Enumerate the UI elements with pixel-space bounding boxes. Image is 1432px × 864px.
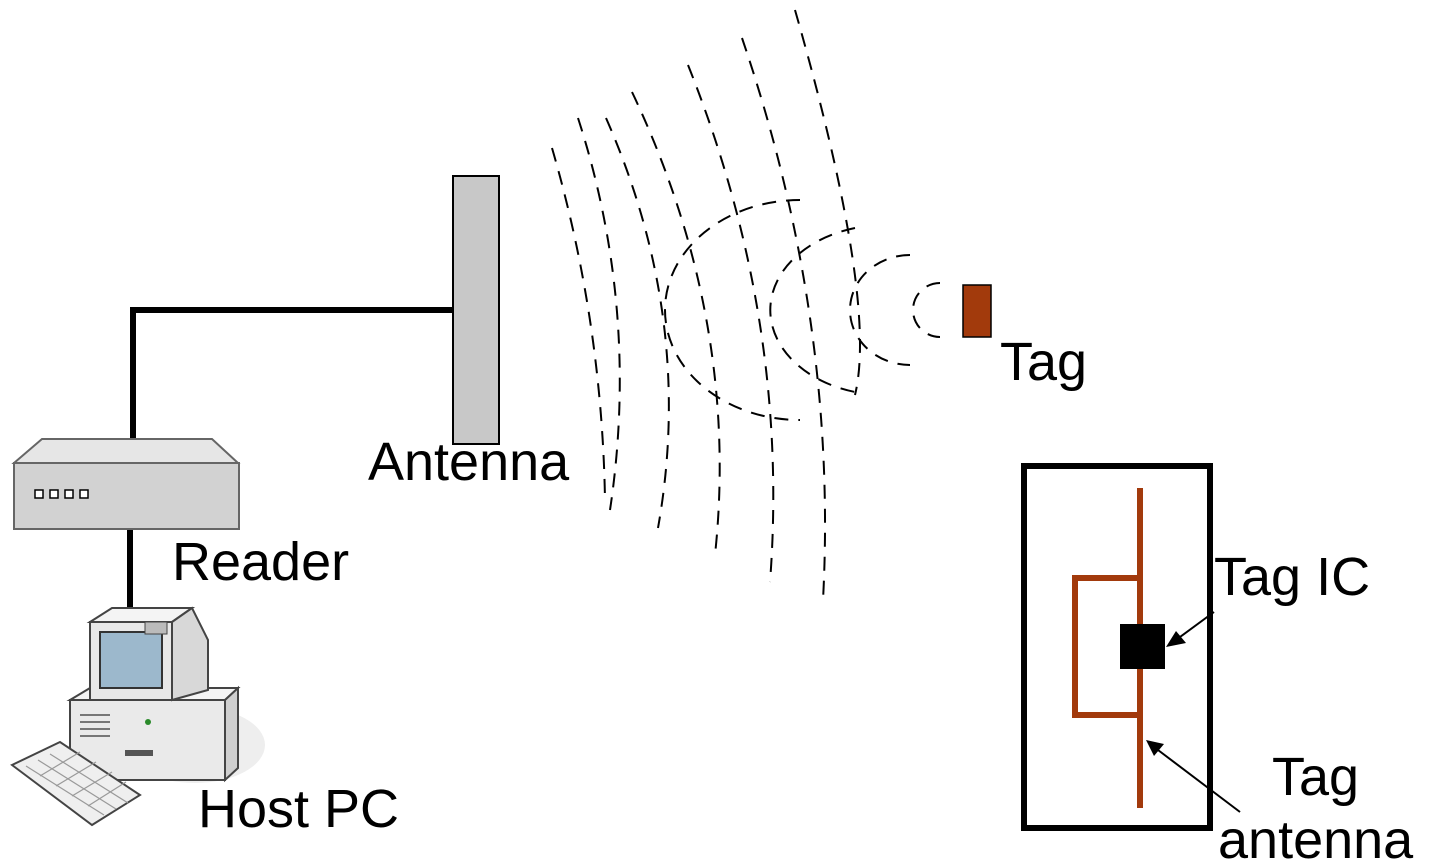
tag-label: Tag — [1000, 332, 1087, 392]
reader-indicator-lights — [34, 489, 89, 499]
tag-ic-label: Tag IC — [1214, 547, 1370, 607]
tag-ic-chip — [1120, 624, 1165, 669]
tag-antenna-label-line2: antenna — [1218, 810, 1414, 864]
tag-detail-box — [1021, 463, 1213, 831]
callout-arrows — [1146, 611, 1241, 813]
rfid-reader-icon — [11, 438, 241, 530]
host-pc-label: Host PC — [198, 779, 399, 839]
reader-waves — [551, 9, 861, 601]
rfid-tag-icon — [962, 284, 992, 338]
tag-antenna-label-line1: Tag — [1272, 747, 1359, 807]
reader-antenna-icon — [452, 175, 500, 445]
reader-antenna-cable — [130, 307, 455, 445]
reader-label: Reader — [172, 532, 349, 592]
tag-backscatter-waves — [664, 199, 941, 421]
antenna-label: Antenna — [368, 432, 570, 492]
desktop-computer-icon — [10, 606, 265, 827]
